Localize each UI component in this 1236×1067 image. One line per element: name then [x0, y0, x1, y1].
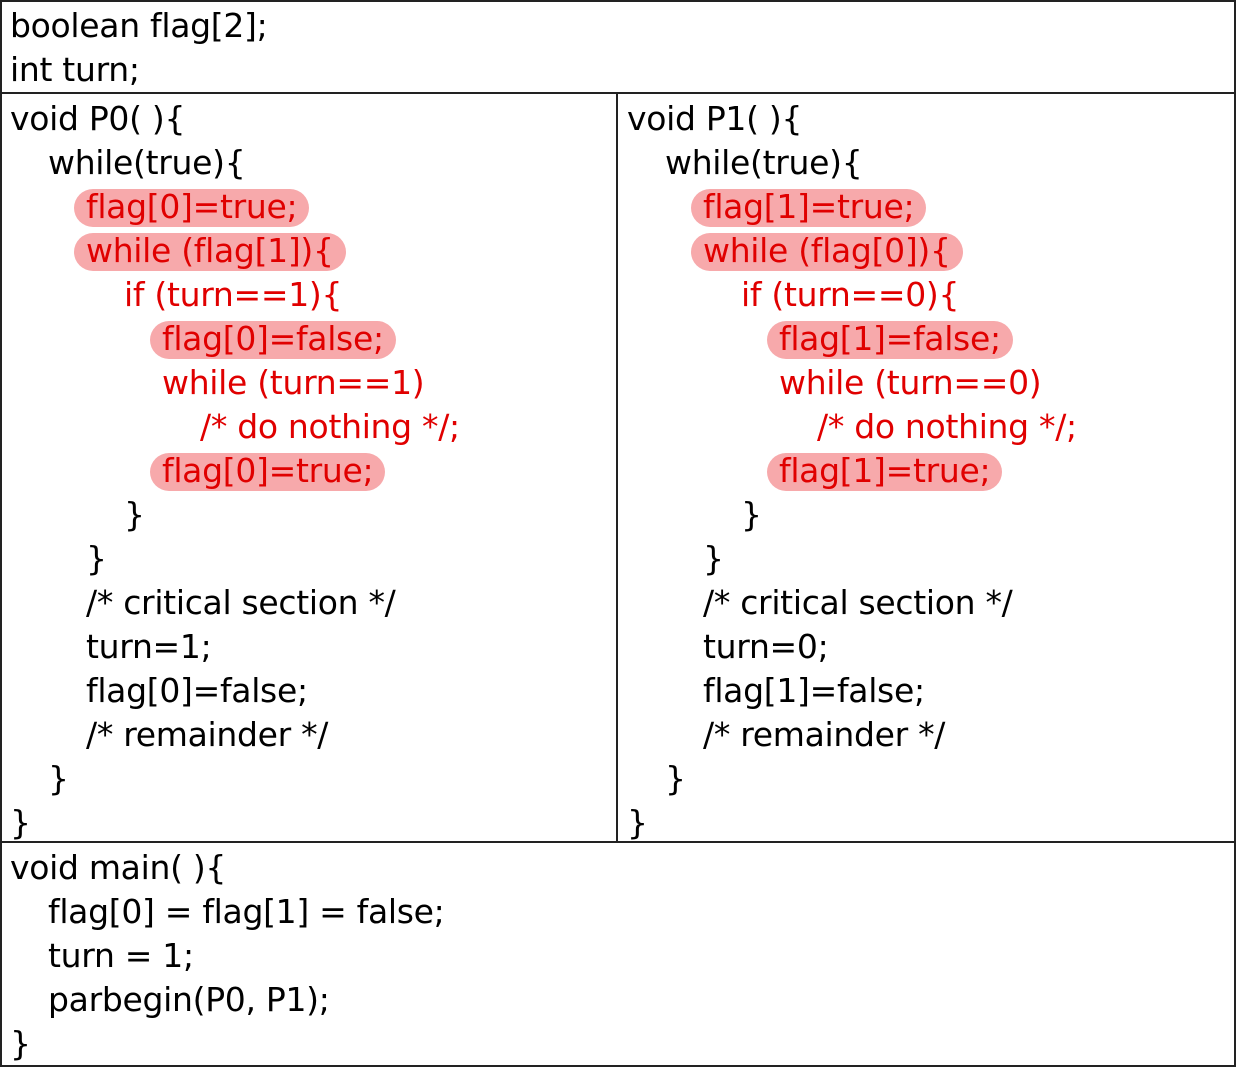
p1-entry-line: if (turn==0){: [741, 275, 960, 314]
p1-critical-section: /* critical section */: [703, 583, 1013, 622]
p1-entry-line: }: [741, 495, 762, 534]
p0-set-turn: turn=1;: [86, 627, 212, 666]
p1-highlight-marker: [691, 233, 963, 271]
p1-highlight-marker: [767, 453, 1003, 491]
row-divider-top: [0, 92, 1236, 94]
p1-close-fn: }: [627, 803, 648, 842]
p0-highlight-marker: [150, 321, 396, 359]
column-divider: [616, 93, 618, 843]
p1-entry-line: /* do nothing */;: [817, 407, 1077, 446]
p1-header: void P1( ){: [627, 99, 803, 138]
row-divider-bottom: [0, 841, 1236, 843]
p0-remainder: /* remainder */: [86, 715, 329, 754]
p1-close-loop: }: [665, 759, 686, 798]
p1-set-turn: turn=0;: [703, 627, 829, 666]
p0-entry-line: }: [124, 495, 145, 534]
p0-critical-section: /* critical section */: [86, 583, 396, 622]
p1-entry-line: flag[1]=true;: [779, 451, 991, 490]
p0-entry-line: }: [86, 539, 107, 578]
p0-close-loop: }: [48, 759, 69, 798]
p1-entry-line: flag[1]=true;: [703, 187, 915, 226]
main-init-flags: flag[0] = flag[1] = false;: [48, 892, 445, 931]
p0-header: void P0( ){: [10, 99, 186, 138]
main-close-brace: }: [10, 1024, 31, 1063]
global-flag-decl: boolean flag[2];: [10, 6, 268, 45]
p0-reset-flag: flag[0]=false;: [86, 671, 308, 710]
p0-while-true: while(true){: [48, 143, 246, 182]
p1-remainder: /* remainder */: [703, 715, 946, 754]
p1-entry-line: }: [703, 539, 724, 578]
p0-entry-line: if (turn==1){: [124, 275, 343, 314]
p1-highlight-marker: [691, 189, 927, 227]
p0-entry-line: flag[0]=true;: [86, 187, 298, 226]
p1-entry-line: while (flag[0]){: [703, 231, 951, 270]
p1-highlight-marker: [767, 321, 1013, 359]
p1-entry-line: while (turn==0): [779, 363, 1042, 402]
p0-entry-line: flag[0]=true;: [162, 451, 374, 490]
p0-entry-line: flag[0]=false;: [162, 319, 384, 358]
p1-entry-line: flag[1]=false;: [779, 319, 1001, 358]
p0-entry-line: while (flag[1]){: [86, 231, 334, 270]
p0-entry-line: while (turn==1): [162, 363, 425, 402]
main-init-turn: turn = 1;: [48, 936, 194, 975]
p0-close-fn: }: [10, 803, 31, 842]
p0-highlight-marker: [150, 453, 386, 491]
p0-highlight-marker: [74, 189, 310, 227]
global-turn-decl: int turn;: [10, 50, 140, 89]
p1-reset-flag: flag[1]=false;: [703, 671, 925, 710]
p1-while-true: while(true){: [665, 143, 863, 182]
main-parbegin: parbegin(P0, P1);: [48, 980, 330, 1019]
p0-entry-line: /* do nothing */;: [200, 407, 460, 446]
main-header: void main( ){: [10, 848, 227, 887]
p0-highlight-marker: [74, 233, 346, 271]
